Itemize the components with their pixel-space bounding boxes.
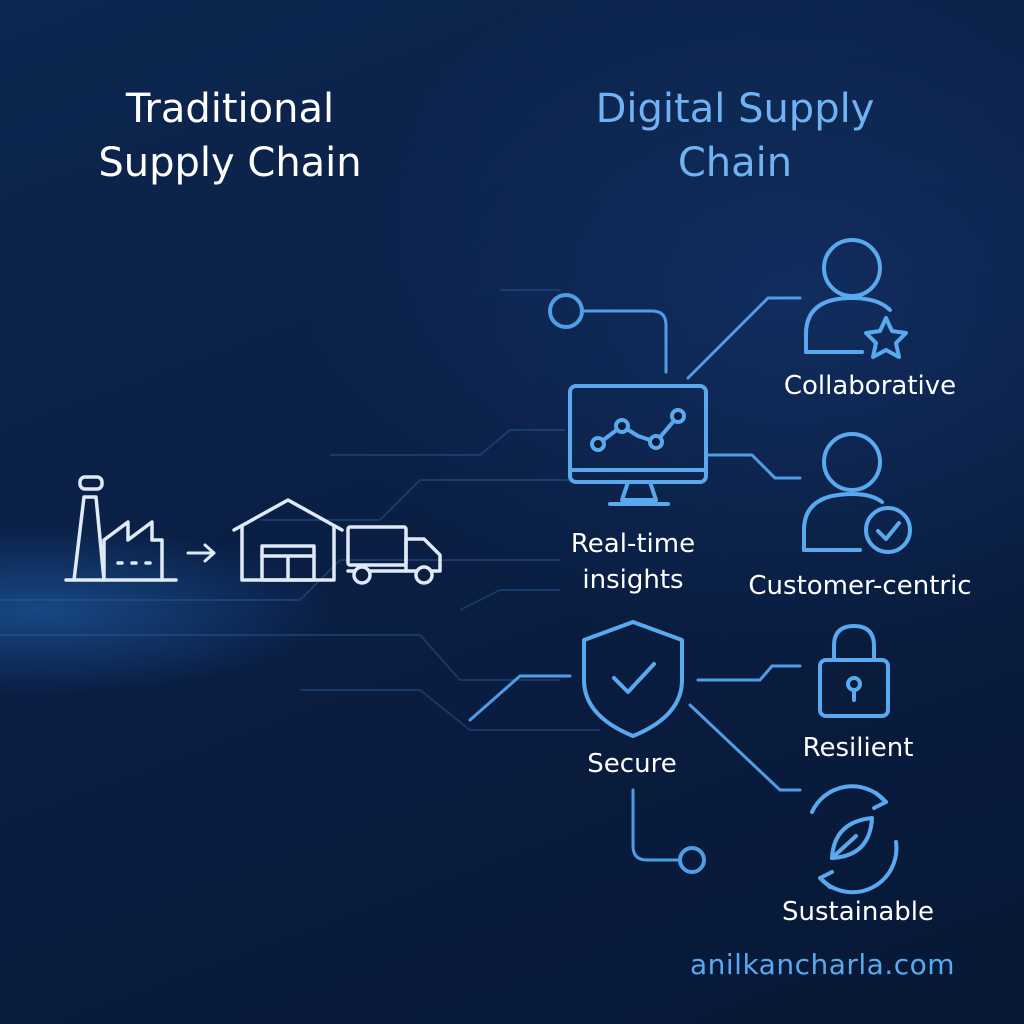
label-customer-centric: Customer-centric <box>748 571 972 601</box>
user-check-icon <box>802 432 912 554</box>
factory-icon <box>64 475 178 582</box>
monitor-chart-icon <box>568 384 708 506</box>
connector-node-bottom <box>678 846 706 874</box>
connector-node-to-monitor <box>582 309 668 374</box>
truck-icon <box>346 525 442 585</box>
connector-shield-to-sustainable <box>688 703 802 792</box>
traditional-title: Traditional Supply Chain <box>98 86 362 186</box>
arrow-right-icon <box>186 543 216 563</box>
connector-monitor-to-collaborative <box>686 296 802 380</box>
recycle-leaf-icon <box>810 784 899 895</box>
background-circuit-traces <box>0 289 600 731</box>
connector-lines <box>468 296 802 862</box>
shield-check-icon <box>582 620 684 738</box>
label-realtime-insights: Real-time insights <box>570 529 696 595</box>
label-sustainable: Sustainable <box>781 897 934 927</box>
label-secure: Secure <box>587 749 677 779</box>
connector-left-trace-to-shield <box>468 674 572 722</box>
user-star-icon <box>804 238 908 359</box>
connector-shield-to-resilient <box>696 664 802 682</box>
connector-monitor-to-customer <box>706 453 802 480</box>
connector-shield-to-node <box>631 788 680 862</box>
padlock-icon <box>818 624 890 718</box>
label-resilient: Resilient <box>802 733 914 763</box>
label-collaborative: Collaborative <box>783 371 957 401</box>
digital-title: Digital Supply Chain <box>595 86 875 186</box>
footer-website: anilkancharla.com <box>690 948 956 981</box>
connector-node-top <box>548 293 584 329</box>
warehouse-icon <box>232 498 344 582</box>
